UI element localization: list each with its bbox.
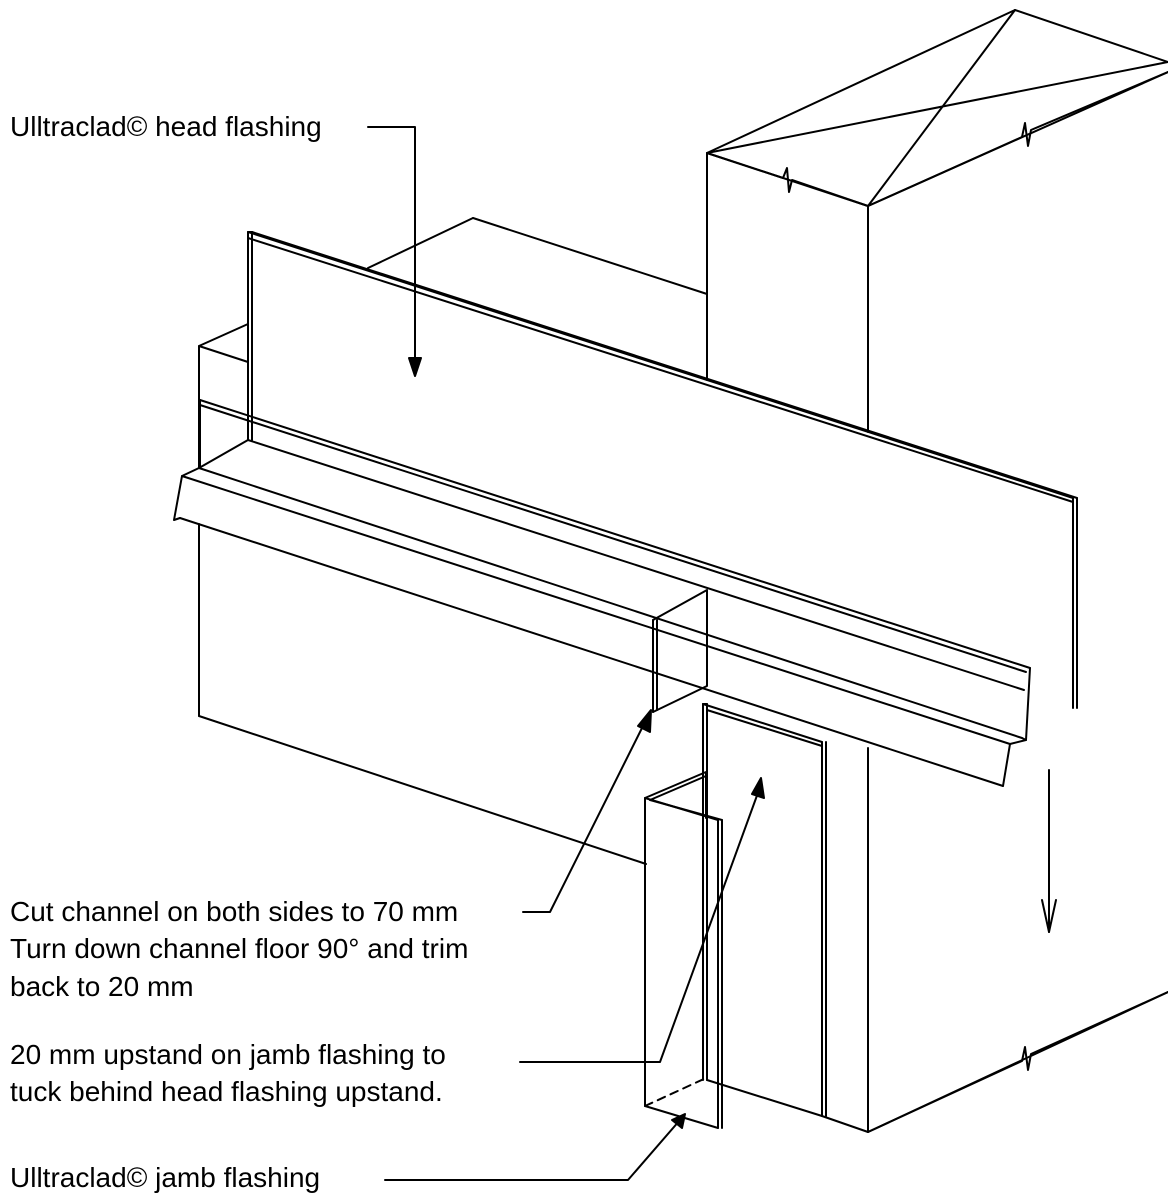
label-cut-channel-3: back to 20 mm — [10, 971, 194, 1002]
label-cut-channel-1: Cut channel on both sides to 70 mm — [10, 896, 459, 927]
jamb-flashing-upstand — [703, 704, 822, 1116]
jamb-flashing — [645, 772, 722, 1128]
down-arrow — [1042, 770, 1056, 932]
leader-cut-channel — [523, 710, 651, 912]
left-lintel-end — [199, 324, 248, 468]
label-upstand-2: tuck behind head flashing upstand. — [10, 1076, 443, 1107]
label-cut-channel-2: Turn down channel floor 90° and trim — [10, 933, 469, 964]
head-flashing-channel — [199, 400, 1030, 738]
leader-upstand — [520, 778, 764, 1062]
lintel-face — [199, 524, 646, 864]
break-mark — [707, 72, 1168, 206]
label-upstand-1: 20 mm upstand on jamb flashing to — [10, 1039, 446, 1070]
drip-edge — [174, 468, 1030, 786]
head-flashing-upstand — [248, 232, 1077, 708]
cut-channel-tab — [653, 590, 707, 712]
leader-head-flashing — [368, 127, 421, 376]
label-head-flashing: Ulltraclad© head flashing — [10, 111, 322, 142]
jamb-post — [822, 742, 1168, 1132]
leader-jamb-flashing — [385, 1114, 685, 1180]
rear-post — [707, 10, 1168, 432]
label-jamb-flashing: Ulltraclad© jamb flashing — [10, 1162, 321, 1193]
upper-wall-block — [368, 218, 707, 294]
